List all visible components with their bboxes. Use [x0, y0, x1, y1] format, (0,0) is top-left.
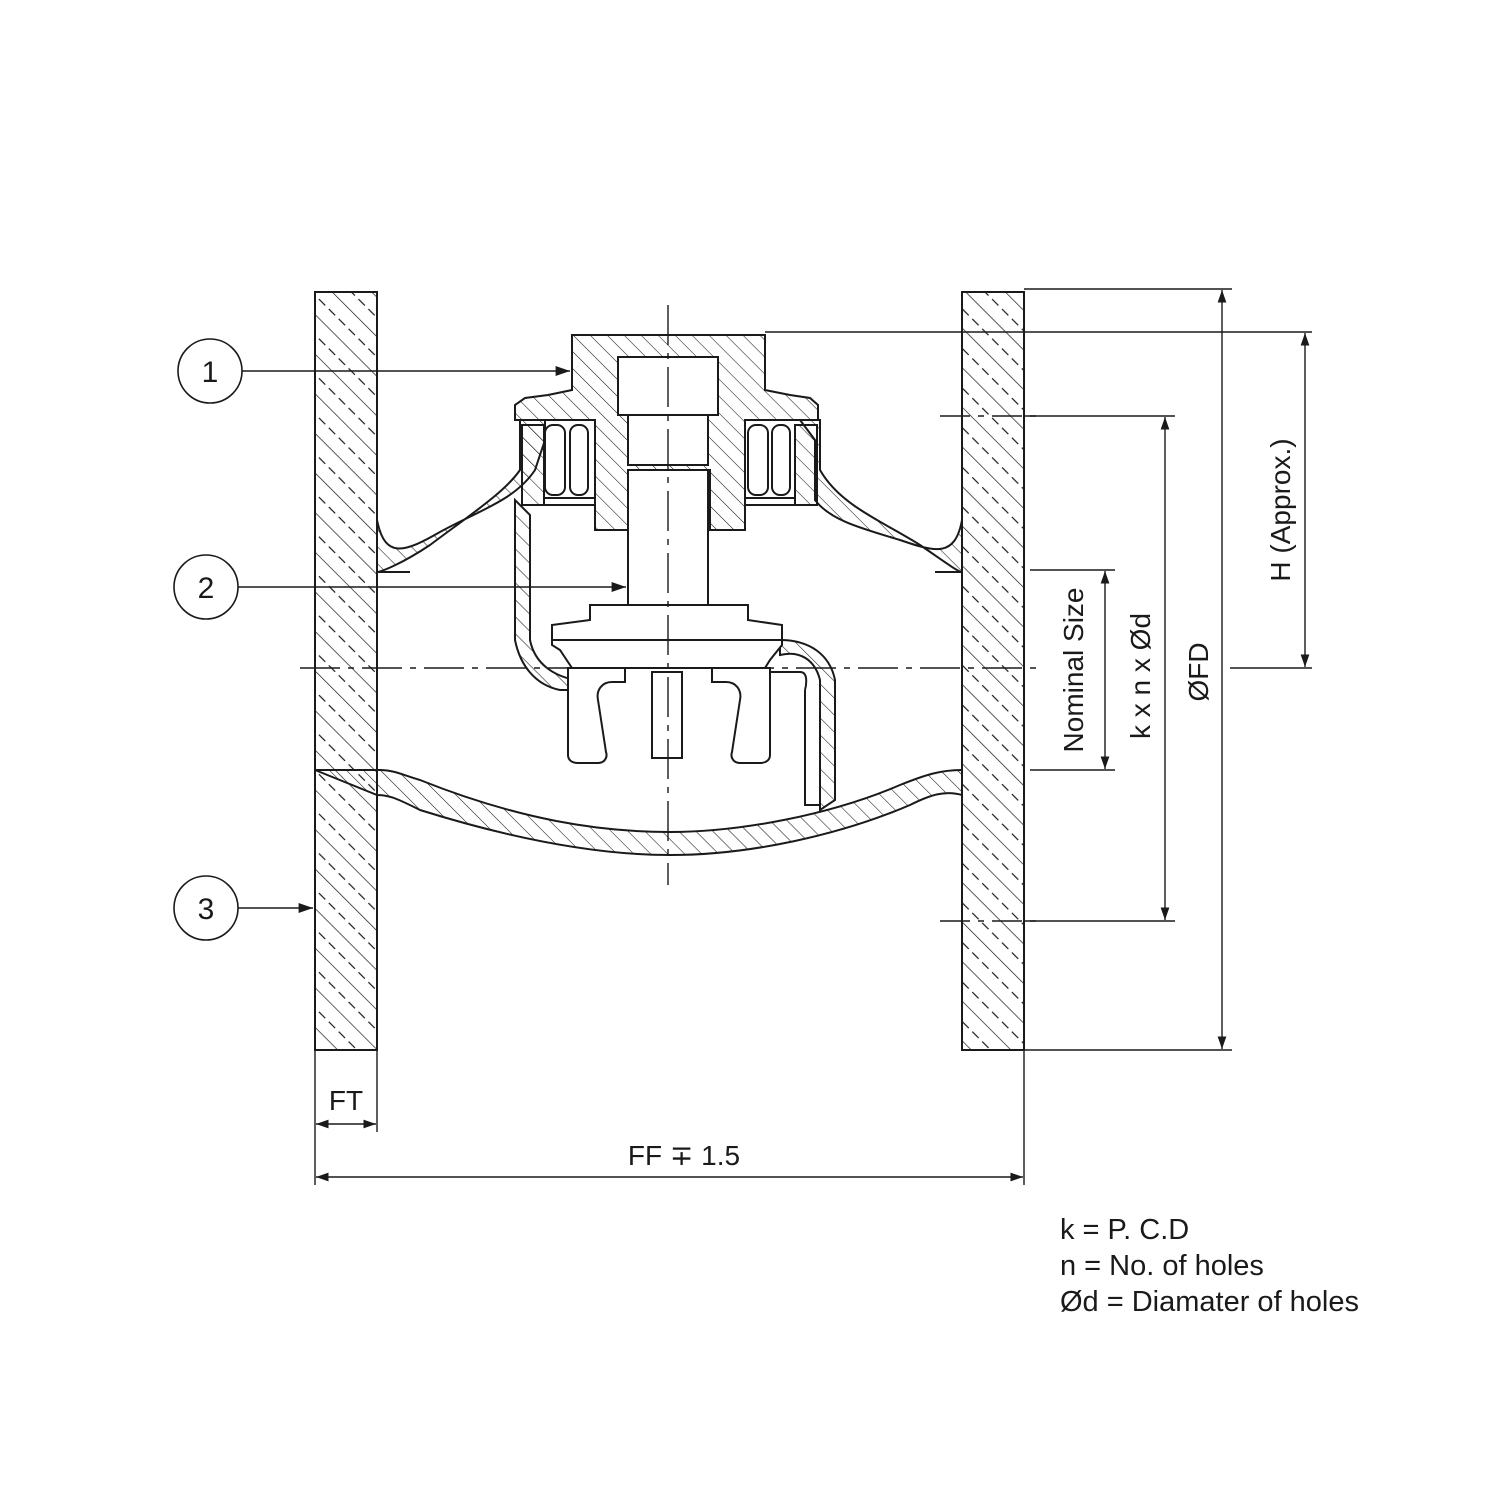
seat-partition-right	[779, 638, 836, 812]
callout-1-label: 3	[198, 893, 215, 926]
body-upper-wall-right	[798, 419, 963, 574]
dim-h-label: H (Approx.)	[1265, 438, 1296, 581]
dim-nominal-label: Nominal Size	[1058, 588, 1089, 753]
dim-fd-label: ØFD	[1183, 642, 1214, 701]
dim-ff-label: FF ∓ 1.5	[628, 1140, 740, 1171]
callout-3-label: 1	[202, 356, 219, 389]
disc-guide	[567, 667, 626, 764]
legend-d: Ød = Diamater of holes	[1060, 1286, 1360, 1318]
legend-n: n = No. of holes	[1060, 1250, 1264, 1282]
dim-ft-label: FT	[329, 1085, 363, 1116]
legend: k = P. C.D n = No. of holes Ød = Diamate…	[1060, 1212, 1359, 1320]
seat-partition	[514, 497, 576, 691]
dim-pcd-label: k x n x Ød	[1125, 613, 1156, 739]
disc	[551, 604, 783, 669]
body-lower-wall	[314, 768, 963, 857]
right-flange	[961, 291, 1025, 1051]
legend-k: k = P. C.D	[1060, 1214, 1190, 1246]
callout-2-label: 2	[198, 572, 215, 605]
left-flange	[314, 291, 378, 1051]
